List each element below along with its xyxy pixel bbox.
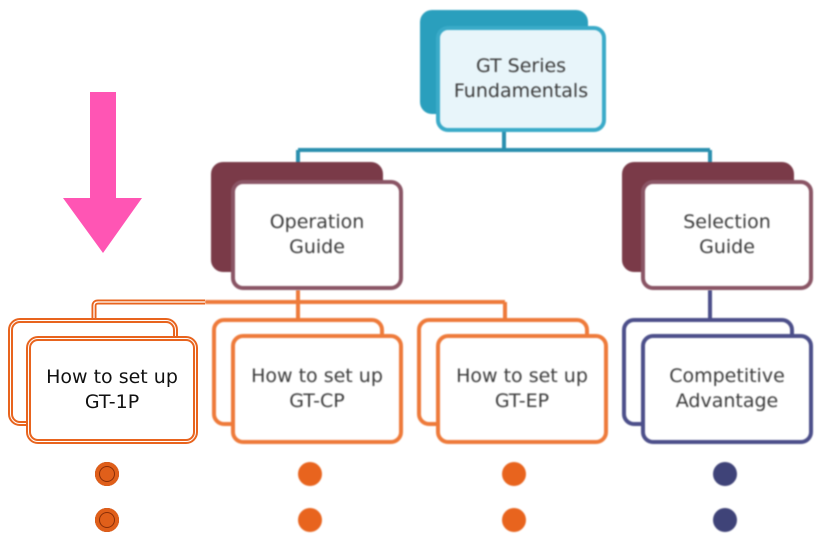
competitive-line2: Advantage [675, 390, 779, 412]
gt-1p-card: How to set up GT-1P [26, 336, 198, 444]
root-connector [296, 130, 712, 170]
gt-cp-line1: How to set up [251, 365, 383, 388]
bullet-dot [298, 508, 322, 532]
selection-guide-line1: Selection [683, 211, 771, 234]
gt-1p-line2: GT-1P [84, 391, 140, 413]
bullet-dot [95, 508, 119, 532]
operation-guide-card: Operation Guide [231, 180, 403, 290]
bullet-dot [298, 462, 322, 486]
gt-cp-line2: GT-CP [289, 390, 345, 412]
operation-connector [205, 290, 507, 325]
bullet-dot [95, 462, 119, 486]
gt-cp-card: How to set up GT-CP [231, 334, 403, 444]
selection-guide-card: Selection Guide [641, 180, 813, 290]
bullet-dot [713, 508, 737, 532]
gt-ep-line1: How to set up [456, 365, 588, 388]
competitive-card: Competitive Advantage [641, 334, 813, 444]
bullet-dot [713, 462, 737, 486]
gt-ep-line2: GT-EP [494, 390, 550, 412]
selection-guide-line2: Guide [699, 236, 755, 258]
bullet-dot [502, 462, 526, 486]
competitive-line1: Competitive [669, 365, 785, 388]
operation-guide-line2: Guide [289, 236, 345, 258]
gt-1p-line1: How to set up [46, 366, 178, 389]
root-label-line1: GT Series [475, 55, 567, 78]
gt-ep-card: How to set up GT-EP [436, 334, 608, 444]
root-node-card: GT Series Fundamentals [436, 26, 606, 132]
bullet-dot [502, 508, 526, 532]
root-label-line2: Fundamentals [453, 80, 589, 102]
operation-guide-line1: Operation [269, 211, 365, 234]
